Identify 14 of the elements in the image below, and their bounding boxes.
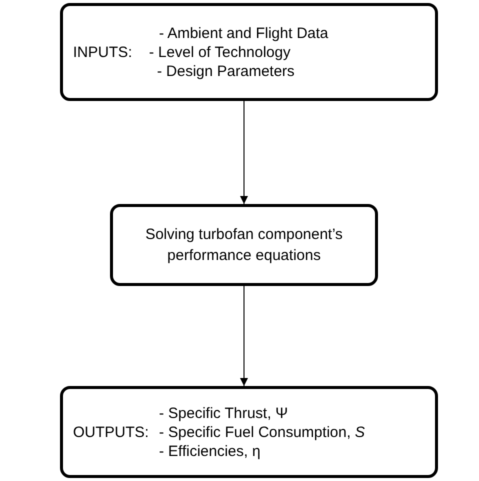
box-text: Solving turbofan component’s performance equations	[144, 225, 344, 266]
list-item: - Level of Technology	[149, 44, 292, 60]
list-item: - Ambient and Flight Data	[159, 24, 328, 42]
list-item: - Efficiencies, η	[159, 442, 262, 460]
box-heading: INPUTS:	[73, 44, 134, 60]
process-box	[60, 386, 438, 478]
list-item: - Design Parameters	[157, 62, 296, 80]
process-box	[60, 3, 438, 101]
arrow	[240, 286, 248, 386]
box-heading: OUTPUTS:	[73, 424, 150, 440]
list-item: - Specific Fuel Consumption, S	[159, 424, 365, 440]
list-item: - Specific Thrust, Ψ	[159, 404, 289, 422]
process-box	[110, 204, 378, 286]
arrow	[240, 100, 248, 204]
